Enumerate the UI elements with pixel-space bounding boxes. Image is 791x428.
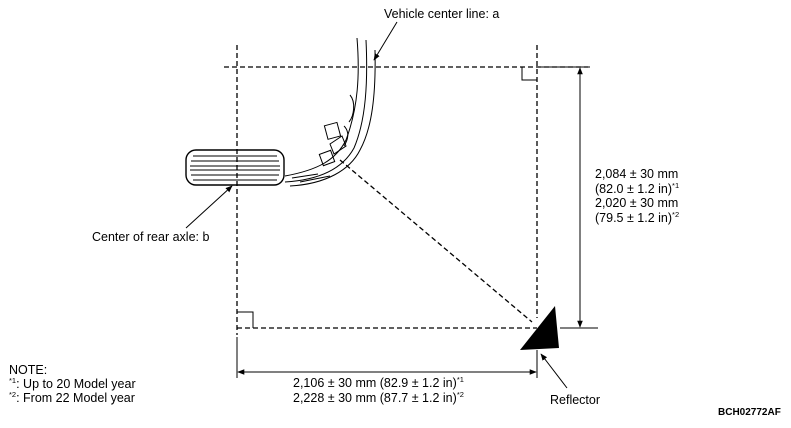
- reflector-icon: [520, 306, 559, 350]
- reflector-leader: [540, 353, 568, 389]
- vehicle-center-line-leader: [373, 21, 398, 61]
- vertical-dimension-text: 2,084 ± 30 mm (82.0 ± 1.2 in)*1 2,020 ± …: [595, 167, 679, 225]
- note-item-1: *1: Up to 20 Model year: [9, 376, 136, 391]
- horizontal-dimension-line1: 2,106 ± 30 mm (82.9 ± 1.2 in)*1: [293, 375, 464, 390]
- reflector-label: Reflector: [550, 393, 600, 407]
- vehicle-body-outline: [284, 37, 376, 187]
- drawing-code: BCH02772AF: [718, 407, 781, 418]
- vertical-dimension-line1: 2,084 ± 30 mm: [595, 167, 678, 181]
- rear-axle-label: Center of rear axle: b: [92, 230, 209, 244]
- vertical-dimension-line4: (79.5 ± 1.2 in)*2: [595, 210, 679, 225]
- vertical-dimension-line2: (82.0 ± 1.2 in)*1: [595, 181, 679, 196]
- horizontal-dimension-text: 2,106 ± 30 mm (82.9 ± 1.2 in)*1 2,228 ± …: [293, 375, 464, 405]
- note-block: NOTE: *1: Up to 20 Model year *2: From 2…: [9, 363, 136, 405]
- horizontal-dimension-line2: 2,228 ± 30 mm (87.7 ± 1.2 in)*2: [293, 390, 464, 405]
- vertical-dimension-line3: 2,020 ± 30 mm: [595, 196, 678, 210]
- rear-axle-leader: [185, 185, 233, 229]
- rear-tire-icon: [185, 149, 285, 186]
- diagonal-reference-line: [339, 159, 533, 323]
- right-angle-marker-bottom: [237, 311, 254, 328]
- vehicle-center-line-label: Vehicle center line: a: [384, 7, 499, 21]
- note-title: NOTE:: [9, 363, 47, 377]
- right-angle-marker-top: [521, 67, 537, 81]
- note-item-2: *2: From 22 Model year: [9, 390, 135, 405]
